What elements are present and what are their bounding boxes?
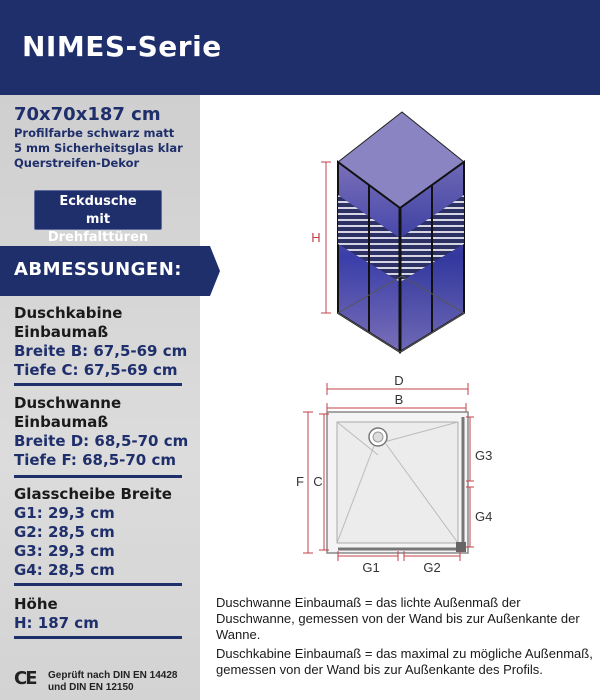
wanne-breite: Breite D: 68,5-70 cm	[14, 432, 189, 450]
wanne-title2: Einbaumaß	[14, 413, 109, 431]
label-g4: G4	[475, 509, 492, 524]
label-g2: G2	[423, 560, 440, 575]
note-wanne: Duschwanne Einbaumaß = das lichte Außenm…	[216, 595, 580, 642]
kabine-tiefe: Tiefe C: 67,5-69 cm	[14, 361, 178, 379]
spec-summary: 70x70x187 cm Profilfarbe schwarz matt 5 …	[14, 104, 204, 171]
label-f: F	[296, 474, 304, 489]
block-glas: Glasscheibe Breite G1: 29,3 cm G2: 28,5 …	[14, 485, 172, 580]
label-g3: G3	[475, 448, 492, 463]
ce-mark: CE	[14, 668, 37, 689]
glas-title: Glasscheibe Breite	[14, 485, 172, 503]
kabine-title2: Einbaumaß	[14, 323, 109, 341]
kabine-breite: Breite B: 67,5-69 cm	[14, 342, 188, 360]
divider	[14, 383, 182, 386]
section-title-bar: ABMESSUNGEN:	[0, 246, 220, 296]
technical-drawing: H D B F C	[294, 111, 492, 575]
certification: CE Geprüft nach DIN EN 14428 und DIN EN …	[14, 668, 204, 696]
block-kabine: Duschkabine Einbaumaß Breite B: 67,5-69 …	[14, 304, 187, 380]
block-wanne: Duschwanne Einbaumaß Breite D: 68,5-70 c…	[14, 394, 188, 470]
cabin-base	[337, 275, 465, 353]
label-c: C	[313, 474, 322, 489]
label-d: D	[394, 373, 403, 388]
glas-g4: G4: 28,5 cm	[14, 561, 115, 579]
cert-line1: Geprüft nach DIN EN 14428	[48, 670, 178, 681]
wanne-tiefe: Tiefe F: 68,5-70 cm	[14, 451, 176, 469]
divider	[14, 636, 182, 639]
cert-line2: und DIN EN 12150	[48, 682, 134, 693]
glas-g2: G2: 28,5 cm	[14, 523, 115, 541]
wanne-title1: Duschwanne	[14, 394, 122, 412]
type-badge: Eckdusche mit Drehfalttüren	[34, 190, 162, 245]
notes: Duschwanne Einbaumaß = das lichte Außenm…	[216, 595, 596, 681]
hoehe-title: Höhe	[14, 595, 58, 613]
block-hoehe: Höhe H: 187 cm	[14, 595, 99, 633]
page-title: NIMES-Serie	[22, 30, 222, 63]
divider	[14, 583, 182, 586]
hoehe-value: H: 187 cm	[14, 614, 99, 632]
divider	[14, 475, 182, 478]
section-title: ABMESSUNGEN:	[14, 259, 182, 280]
glas-g3: G3: 29,3 cm	[14, 542, 115, 560]
note-kabine: Duschkabine Einbaumaß = das maximal zu m…	[216, 646, 593, 677]
cert-text: Geprüft nach DIN EN 14428 und DIN EN 121…	[48, 670, 177, 694]
spec-line-glass: 5 mm Sicherheitsglas klar	[14, 141, 183, 155]
label-h: H	[311, 230, 320, 245]
cabin-3d-illustration: H	[309, 111, 465, 354]
label-b: B	[395, 392, 404, 407]
type-badge-line1: Eckdusche	[59, 194, 137, 209]
kabine-title1: Duschkabine	[14, 304, 123, 322]
spec-line-decor: Querstreifen-Dekor	[14, 156, 140, 170]
spec-line-profile: Profilfarbe schwarz matt	[14, 126, 175, 140]
label-g1: G1	[362, 560, 379, 575]
glas-g1: G1: 29,3 cm	[14, 504, 115, 522]
type-badge-line2: mit Drehfalttüren	[47, 212, 149, 245]
tray-top-view: D B F C G3 G	[294, 373, 492, 575]
header-bar: NIMES-Serie	[0, 0, 600, 95]
tray-inner	[336, 421, 459, 544]
dimensions-text: 70x70x187 cm	[14, 104, 161, 125]
section-title-wedge	[210, 246, 220, 296]
